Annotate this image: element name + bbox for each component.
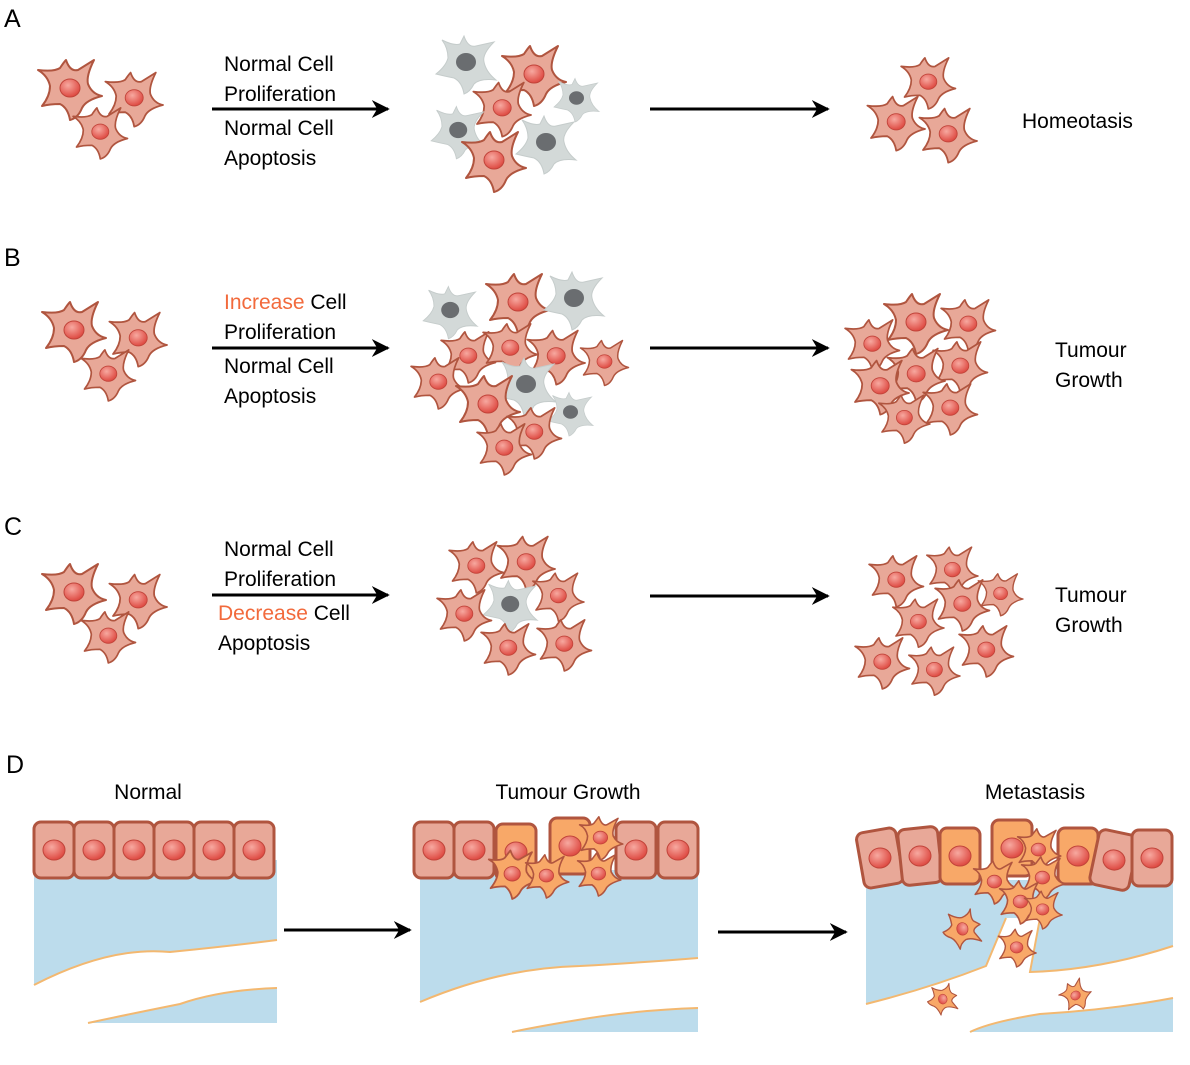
panel-b-outcome-2: Growth [1055, 369, 1123, 392]
panel-d-letter: D [6, 751, 24, 779]
panel-b-middle-cells [410, 271, 630, 476]
panel-c-outcome-1: Tumour [1055, 584, 1127, 607]
panel-c-accent-word: Decrease [218, 602, 308, 625]
panel-b-letter: B [4, 244, 21, 272]
panel-b-end-cells [844, 293, 997, 445]
panel-c-label-4: Apoptosis [218, 632, 310, 655]
panel-b-label-3: Normal Cell [224, 355, 334, 378]
panel-a-middle-cells [430, 35, 600, 193]
panel-b-outcome-1: Tumour [1055, 339, 1127, 362]
panel-b-label-1: Increase Cell [224, 291, 347, 314]
panel-a-label-1: Normal Cell [224, 53, 334, 76]
panel-c-letter: C [4, 513, 22, 541]
panel-c-end-cells [854, 546, 1024, 697]
panel-b-start-cells [41, 301, 168, 402]
panel-c-label-1: Normal Cell [224, 538, 334, 561]
metastasis-tissue [853, 818, 1174, 1033]
panel-a-letter: A [4, 5, 21, 33]
panel-c-label-3-rest: Cell [308, 602, 350, 625]
panel-a-label-2: Proliferation [224, 83, 336, 106]
panel-c-start-cells [41, 563, 168, 664]
normal-epithelial-layer [32, 820, 276, 880]
panel-a-end-cells [866, 57, 978, 164]
panel-a-outcome: Homeotasis [1022, 110, 1133, 133]
panel-b-accent-word: Increase [224, 291, 305, 314]
panel-c-outcome-2: Growth [1055, 614, 1123, 637]
panel-b-label-2: Proliferation [224, 321, 336, 344]
panel-b-label-1-rest: Cell [305, 291, 347, 314]
panel-a-label-3: Normal Cell [224, 117, 334, 140]
tumour-growth-tissue [412, 815, 700, 1033]
panel-a-label-4: Apoptosis [224, 147, 316, 170]
panel-c-label-3: Decrease Cell [218, 602, 350, 625]
panel-a-start-cells [37, 59, 164, 160]
normal-tissue [32, 820, 278, 1024]
panel-c-middle-cells [436, 535, 593, 676]
stage-normal-label: Normal [114, 781, 182, 804]
panel-b-label-4: Apoptosis [224, 385, 316, 408]
stage-tumour-label: Tumour Growth [495, 781, 640, 804]
stage-metastasis-label: Metastasis [985, 781, 1085, 804]
panel-c-label-2: Proliferation [224, 568, 336, 591]
